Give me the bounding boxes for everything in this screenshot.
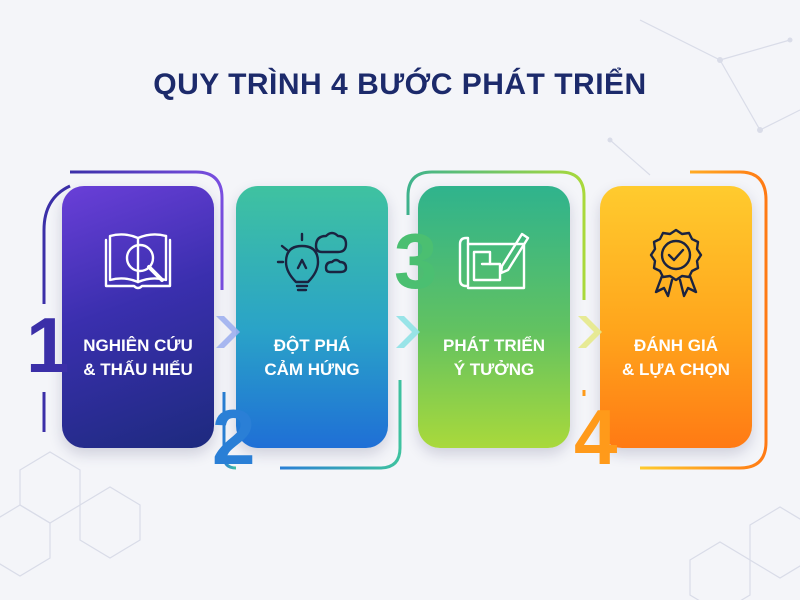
- step-label-line2: CẢM HỨNG: [264, 360, 360, 379]
- step-card-2: ĐỘT PHÁ CẢM HỨNG: [236, 186, 388, 448]
- book-magnifier-icon: [104, 233, 172, 290]
- step-label-line1: PHÁT TRIỂN: [443, 336, 545, 355]
- step-number-3: 3: [394, 217, 438, 305]
- step-card-3: PHÁT TRIỂN Ý TƯỞNG: [418, 186, 570, 448]
- step-label-line2: Ý TƯỞNG: [453, 360, 535, 379]
- step-label-line1: NGHIÊN CỨU: [83, 336, 193, 355]
- award-badge-icon: [649, 228, 703, 298]
- chevron-right-icon: [578, 316, 602, 348]
- step-label-1: NGHIÊN CỨU & THẤU HIỂU: [62, 334, 214, 382]
- chevron-right-icon: [396, 316, 420, 348]
- step-card-4: ĐÁNH GIÁ & LỰA CHỌN: [600, 186, 752, 448]
- step-number-1: 1: [26, 301, 70, 389]
- step-label-line1: ĐÁNH GIÁ: [633, 336, 719, 355]
- blueprint-pencil-icon: [458, 232, 530, 290]
- step-label-4: ĐÁNH GIÁ & LỰA CHỌN: [600, 334, 752, 382]
- step-number-4: 4: [574, 393, 618, 481]
- step-card-1: NGHIÊN CỨU & THẤU HIỂU: [62, 186, 214, 448]
- step-label-line2: & THẤU HIỂU: [83, 360, 193, 379]
- step-label-line2: & LỰA CHỌN: [622, 360, 730, 379]
- step-number-2: 2: [212, 393, 256, 481]
- lightbulb-cloud-icon: [276, 231, 348, 292]
- step-label-2: ĐỘT PHÁ CẢM HỨNG: [236, 334, 388, 382]
- step-label-line1: ĐỘT PHÁ: [273, 336, 351, 355]
- page-title: QUY TRÌNH 4 BƯỚC PHÁT TRIỂN: [153, 68, 647, 101]
- step-label-3: PHÁT TRIỂN Ý TƯỞNG: [418, 334, 570, 382]
- chevron-right-icon: [216, 316, 240, 348]
